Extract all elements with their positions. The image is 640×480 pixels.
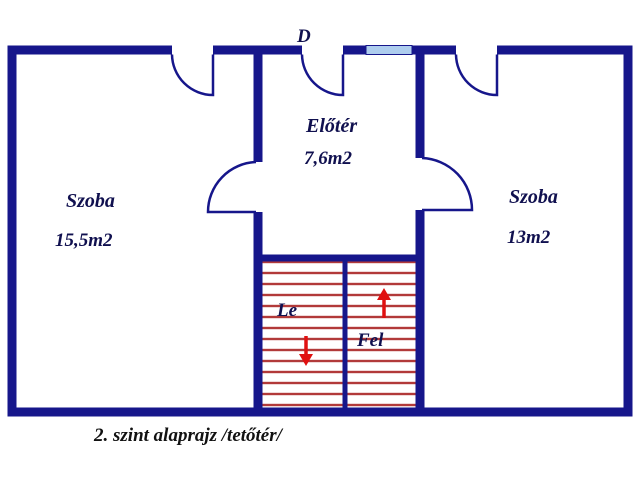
door-label: D <box>296 26 311 47</box>
room-left-area: 15,5m2 <box>55 230 113 251</box>
stairs-up-label: Fel <box>356 330 384 351</box>
labels: D Szoba 15,5m2 Előtér 7,6m2 Szoba 13m2 2… <box>55 26 558 446</box>
stair-treads <box>262 261 416 409</box>
plan-caption: 2. szint alaprajz /tetőtér/ <box>93 425 284 446</box>
room-left-name: Szoba <box>66 190 115 212</box>
door-swing-left-room <box>206 160 257 214</box>
room-right-name: Szoba <box>509 186 558 208</box>
staircase: Le Fel <box>254 254 424 412</box>
room-hall-area: 7,6m2 <box>304 148 353 169</box>
window <box>365 45 413 55</box>
interior-walls <box>253 46 425 416</box>
room-right-area: 13m2 <box>507 227 551 248</box>
door-swing-right-room <box>421 156 474 212</box>
arrow-down-icon <box>299 336 313 366</box>
door-opening-top-middle <box>302 44 343 56</box>
door-swing-top-middle <box>300 54 345 97</box>
stairs-down-label: Le <box>276 300 298 321</box>
door-swing-top-left <box>170 54 215 97</box>
door-opening-top-right <box>456 44 497 56</box>
door-swing-top-right <box>454 54 499 97</box>
arrow-up-icon <box>377 288 391 318</box>
doors <box>170 54 499 214</box>
room-hall-name: Előtér <box>305 115 357 137</box>
outer-walls <box>7 44 633 417</box>
door-opening-top-left <box>172 44 213 56</box>
